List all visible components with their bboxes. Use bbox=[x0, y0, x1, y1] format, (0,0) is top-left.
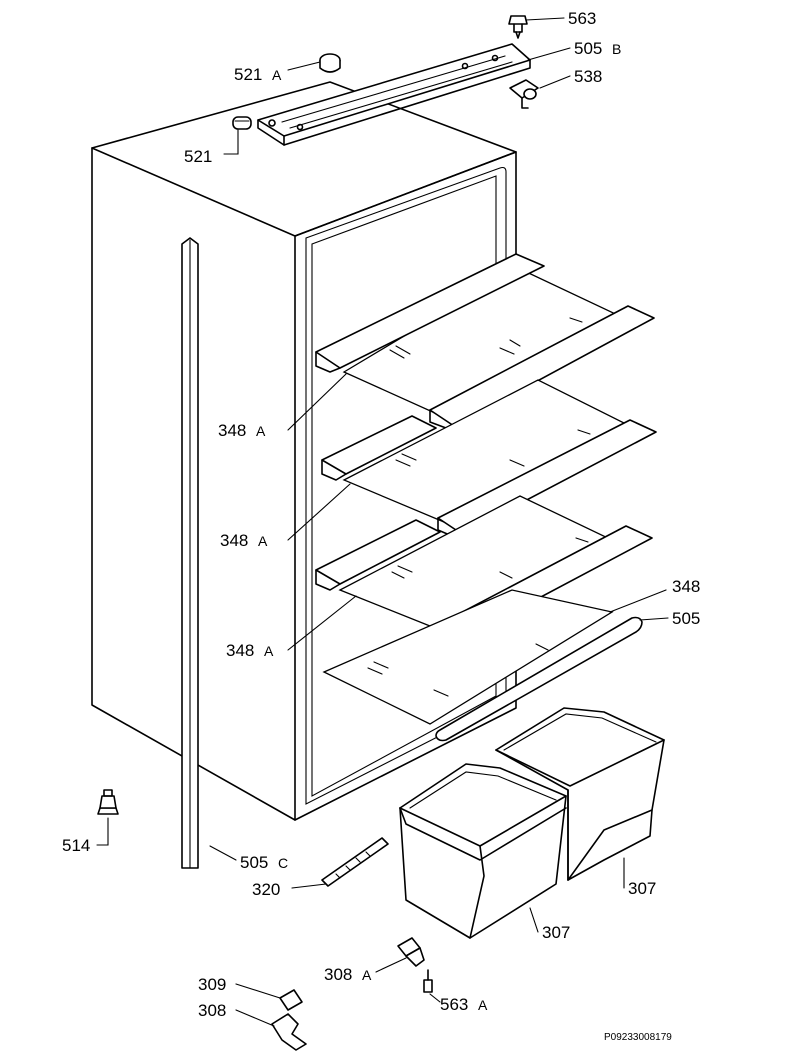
label-348a-middle: 348 bbox=[220, 531, 248, 550]
cover-309 bbox=[279, 989, 303, 1011]
hinge-pin-563 bbox=[508, 15, 528, 39]
label-348a-bottom: 348 bbox=[226, 641, 254, 660]
label-505c-suffix: C bbox=[278, 855, 288, 871]
cap-521a bbox=[319, 53, 341, 73]
shelf-2 bbox=[321, 379, 657, 537]
bracket-308a bbox=[397, 937, 425, 967]
crisper-drawer-left bbox=[399, 763, 567, 939]
label-505b-suffix: B bbox=[612, 41, 621, 57]
drawing-code: P09233008179 bbox=[604, 1032, 672, 1043]
label-320: 320 bbox=[252, 880, 280, 899]
foot-514 bbox=[97, 789, 119, 815]
label-514: 514 bbox=[62, 836, 90, 855]
label-307-left: 307 bbox=[542, 923, 570, 942]
label-348a-top-suffix: A bbox=[256, 423, 266, 439]
cap-521 bbox=[232, 116, 252, 130]
label-348a-middle-suffix: A bbox=[258, 533, 268, 549]
label-563a: 563 bbox=[440, 995, 468, 1014]
top-hinge-plate bbox=[257, 43, 531, 146]
label-348a-top: 348 bbox=[218, 421, 246, 440]
label-521a-suffix: A bbox=[272, 67, 282, 83]
label-521a: 521 bbox=[234, 65, 262, 84]
rail-320 bbox=[321, 837, 389, 887]
vertical-trim-strip-505c bbox=[181, 237, 199, 869]
label-505b: 505 bbox=[574, 39, 602, 58]
label-505c: 505 bbox=[240, 853, 268, 872]
label-308a: 308 bbox=[324, 965, 352, 984]
label-505: 505 bbox=[672, 609, 700, 628]
label-308: 308 bbox=[198, 1001, 226, 1020]
crisper-drawer-right bbox=[495, 707, 665, 881]
label-521: 521 bbox=[184, 147, 212, 166]
shelf-1 bbox=[315, 253, 655, 429]
hinge-308 bbox=[271, 1013, 307, 1051]
label-307-right: 307 bbox=[628, 879, 656, 898]
label-563: 563 bbox=[568, 9, 596, 28]
shelf-front-trim-505 bbox=[435, 616, 643, 742]
glass-shelf-348 bbox=[322, 589, 614, 725]
label-348a-bottom-suffix: A bbox=[264, 643, 274, 659]
leader-lines bbox=[96, 17, 669, 1027]
label-309: 309 bbox=[198, 975, 226, 994]
label-538: 538 bbox=[574, 67, 602, 86]
hinge-bracket-538 bbox=[509, 79, 539, 109]
label-563a-suffix: A bbox=[478, 997, 488, 1013]
part-labels: 563 505 B 538 521 A 521 348 A 348 A 348 … bbox=[62, 9, 700, 1043]
label-348: 348 bbox=[672, 577, 700, 596]
label-308a-suffix: A bbox=[362, 967, 372, 983]
screw-563a bbox=[423, 969, 433, 993]
